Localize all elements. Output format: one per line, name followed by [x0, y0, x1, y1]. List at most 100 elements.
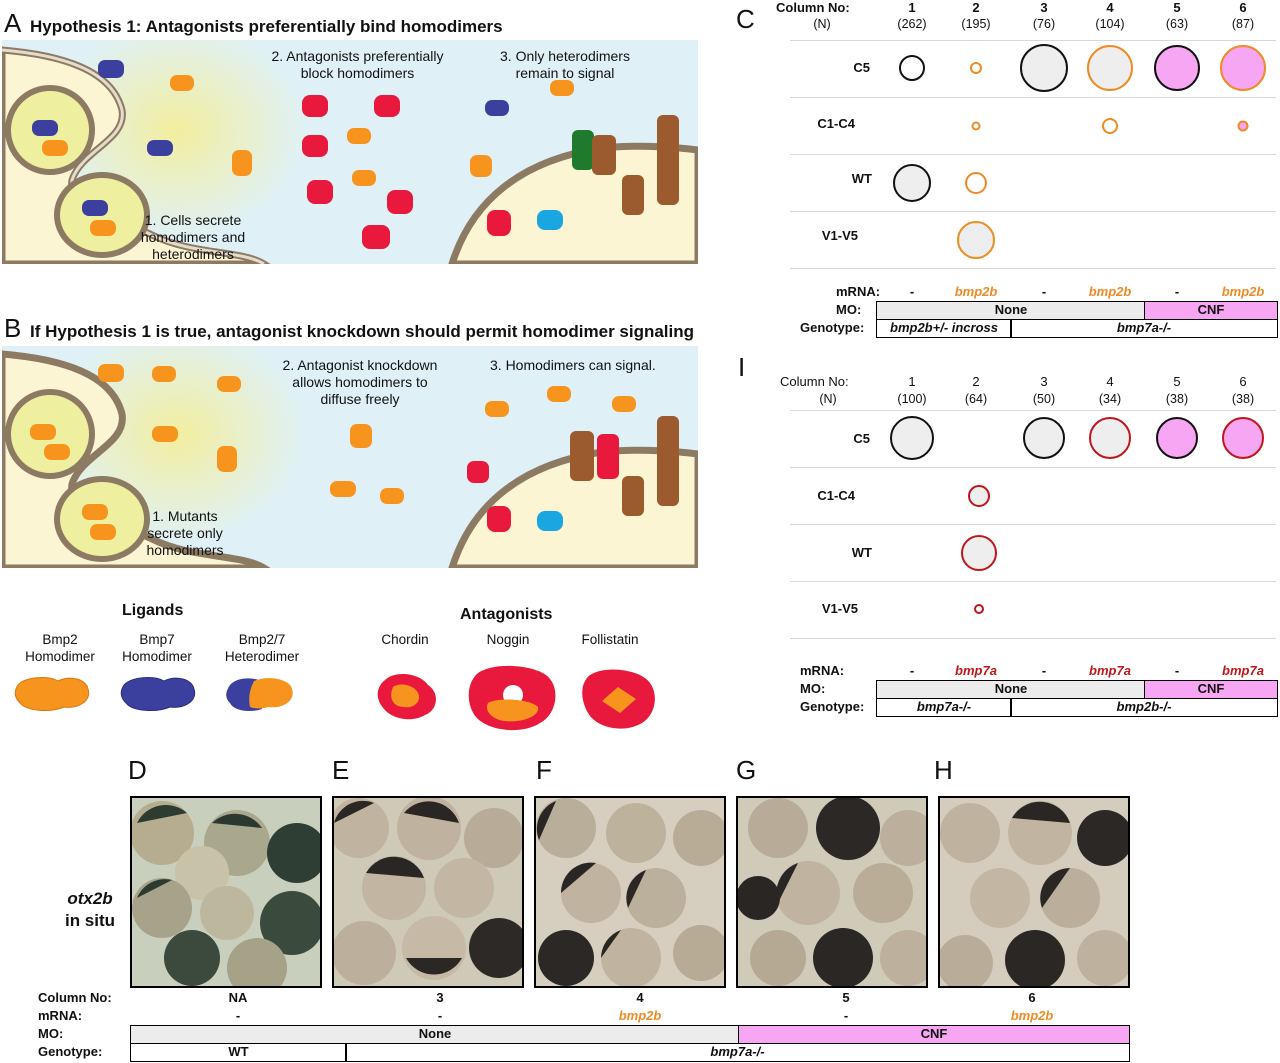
panel-i-bubbles [890, 416, 1264, 614]
panel-c-col-header: Column No: [776, 0, 850, 15]
panel-i-row-c5: C5 [853, 431, 870, 446]
insitu-mrna-f: bmp2b [618, 1008, 662, 1023]
panel-a-step1-line3: heterodimers [152, 246, 234, 262]
bubble-i-c5-col5 [1156, 417, 1198, 459]
insitu-mrna-e: - [437, 1008, 443, 1023]
bubble-i-v1v5-col2 [974, 604, 984, 614]
panel-i-row-c1c4: C1-C4 [817, 488, 855, 503]
panel-c-col-3: 3 [1040, 0, 1048, 15]
panel-i-n-2: (64) [964, 392, 988, 406]
panel-i-col-5: 5 [1173, 374, 1181, 389]
insitu-mo-none: None [130, 1025, 740, 1044]
insitu-gene-label: otx2b [67, 889, 113, 908]
panel-b-step1: 1. Mutants secrete only homodimers [130, 508, 240, 559]
panel-c-mrna-3: - [1041, 284, 1047, 299]
bubble-i-c5-col1 [890, 416, 934, 460]
panel-i-n-4: (34) [1098, 392, 1122, 406]
panel-a-step2-line1: 2. Antagonists preferentially [271, 48, 444, 64]
embryo-image-d [132, 798, 320, 986]
panel-c-n-1: (262) [897, 17, 927, 31]
embryo-image-h [940, 798, 1128, 986]
panel-i-genotype-2: bmp2b-/- [1010, 698, 1278, 717]
panel-a-scene [2, 40, 698, 264]
embryo-photo-g [736, 796, 928, 988]
panel-c-row-v1v5: V1-V5 [821, 228, 858, 243]
panel-c-n-6: (87) [1231, 17, 1255, 31]
panel-i-divider [790, 467, 1276, 468]
panel-c-bubbles [893, 44, 1266, 259]
panel-i-mo-label: MO: [800, 681, 826, 696]
panel-letter-i: I [738, 352, 746, 382]
panel-c-genotype-label: Genotype: [800, 320, 865, 335]
panel-c-mrna-label: mRNA: [836, 284, 881, 299]
ligand-label-bmp7: Bmp7 Homodimer [112, 631, 202, 665]
follistatin-icon [582, 669, 655, 729]
panel-b-title: If Hypothesis 1 is true, antagonist knoc… [30, 322, 695, 341]
panel-c-divider [790, 268, 1276, 269]
panel-b-step3-line1: 3. Homodimers can signal. [490, 357, 656, 373]
panel-i-row-v1v5: V1-V5 [821, 601, 858, 616]
panel-c-col-5: 5 [1173, 0, 1181, 15]
panel-c-n-2: (195) [961, 17, 991, 31]
panel-i-mrna-2: bmp7a [955, 663, 997, 678]
ligand-label-heterodimer-l2: Heterodimer [224, 649, 300, 664]
insitu-method-label: in situ [64, 911, 116, 930]
panel-a-step2-line2: block homodimers [300, 65, 415, 81]
ligand-label-bmp2: Bmp2 Homodimer [15, 631, 105, 665]
panel-i-n-6: (38) [1231, 392, 1255, 406]
panel-b-step1-line1: 1. Mutants [152, 508, 218, 524]
panel-c-mo-cnf: CNF [1144, 301, 1278, 320]
embryo-photo-h [938, 796, 1130, 988]
ligand-label-bmp2-l1: Bmp2 [42, 632, 78, 647]
panel-c-divider [790, 211, 1276, 212]
panel-letter-g: G [736, 755, 757, 785]
panel-b-scene [2, 346, 698, 568]
panel-c-col-4: 4 [1106, 0, 1114, 15]
insitu-mrna-h: bmp2b [1010, 1008, 1054, 1023]
ligand-label-bmp7-l1: Bmp7 [139, 632, 175, 647]
insitu-label: otx2b in situ [50, 888, 130, 932]
panel-a-step3: 3. Only heterodimers remain to signal [485, 48, 645, 82]
panel-c-n-header: (N) [813, 17, 831, 31]
panel-letter-e: E [332, 755, 350, 785]
embryo-image-e [334, 798, 522, 986]
panel-c-mo-none: None [876, 301, 1146, 320]
panel-i-genotype-label: Genotype: [800, 699, 865, 714]
bubble-i-c1c4-col2 [968, 485, 990, 507]
homodimer-molecules [30, 364, 679, 540]
bubble-c-c5-col3 [1020, 44, 1068, 92]
panel-i-mrna-label: mRNA: [800, 663, 845, 678]
panel-c-mrna-1: - [909, 284, 915, 299]
panel-letter-d: D [128, 755, 147, 785]
insitu-mo-cnf: CNF [738, 1025, 1130, 1044]
insitu-col-d: NA [228, 990, 248, 1005]
antagonist-label-follistatin: Follistatin [581, 632, 639, 647]
insitu-col-f: 4 [636, 990, 644, 1005]
panel-c-mrna-5: - [1174, 284, 1180, 299]
panel-a-step3-line1: 3. Only heterodimers [500, 48, 630, 64]
panel-b-step1-line2: secrete only [147, 525, 223, 541]
panel-b-illustration [2, 346, 698, 568]
panel-letter-b: B [4, 313, 22, 343]
bubble-c-c1c4-col6 [1237, 120, 1249, 132]
panel-a-step2: 2. Antagonists preferentially block homo… [250, 48, 465, 82]
insitu-col-h: 6 [1028, 990, 1036, 1005]
insitu-col-label: Column No: [38, 990, 112, 1005]
insitu-col-e: 3 [436, 990, 444, 1005]
panel-letter-a: A [4, 8, 22, 38]
ligand-label-heterodimer-l1: Bmp2/7 [238, 632, 286, 647]
panel-c-n-3: (76) [1032, 17, 1056, 31]
bmp7-homodimer-icon [120, 677, 196, 711]
panel-i-divider [790, 581, 1276, 582]
panel-i-n-1: (100) [897, 392, 927, 406]
panel-c-mrna-6: bmp2b [1221, 284, 1265, 299]
panel-b-step3: 3. Homodimers can signal. [490, 357, 700, 374]
panel-i-mo-cnf: CNF [1144, 680, 1278, 699]
panel-i-n-3: (50) [1032, 392, 1056, 406]
panel-c-mrna-4: bmp2b [1088, 284, 1132, 299]
bubble-i-c5-col4 [1089, 417, 1131, 459]
panel-i-col-3: 3 [1040, 374, 1048, 389]
bubble-i-wt-col2 [961, 535, 997, 571]
bubble-c-c5-col5 [1154, 45, 1200, 91]
panel-c-col-6: 6 [1239, 0, 1247, 15]
